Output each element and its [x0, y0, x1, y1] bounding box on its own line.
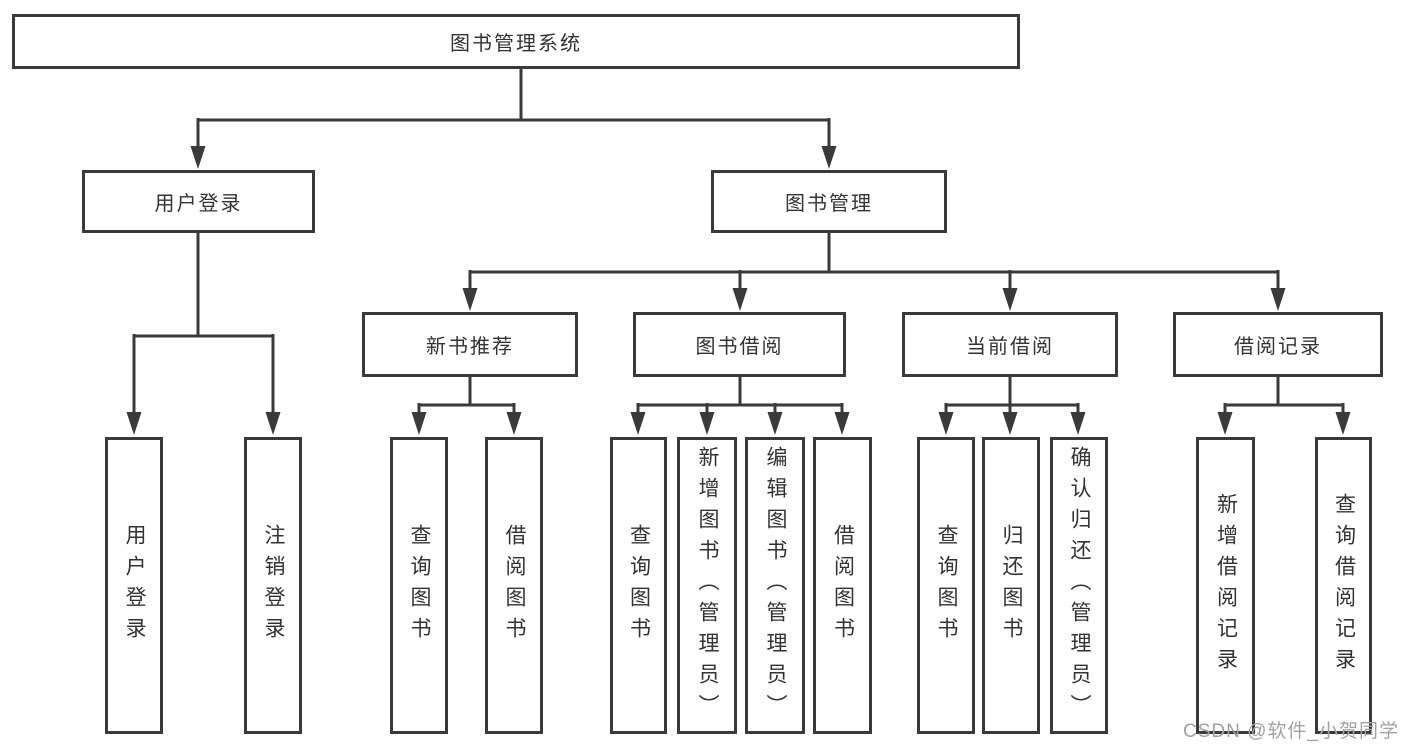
connector-borrowing-records-children	[1217, 375, 1351, 435]
node-book-management: 图书管理	[711, 170, 947, 233]
leaf-records-add-record: 新增借阅记录	[1196, 437, 1255, 734]
node-label: 编辑图书（管理员）	[764, 446, 787, 725]
node-label: 查询图书	[935, 523, 958, 648]
node-label: 借阅图书	[831, 523, 855, 648]
connector-current-borrowing-children	[938, 375, 1086, 435]
connector-user-login-children	[126, 231, 281, 435]
connector-root-to-level2	[190, 67, 837, 169]
csdn-watermark: CSDN @软件_小贺同学	[1183, 721, 1399, 742]
leaf-borrowing-edit-book-admin: 编辑图书（管理员）	[745, 437, 805, 734]
node-label: 用户登录	[154, 193, 243, 215]
leaf-recommend-query-book: 查询图书	[390, 437, 448, 734]
node-library-management-system: 图书管理系统	[12, 14, 1020, 69]
node-label: 新增图书（管理员）	[696, 446, 719, 725]
connector-book-borrowing-children	[630, 375, 850, 435]
node-book-borrowing: 图书借阅	[633, 312, 846, 377]
leaf-current-query-book: 查询图书	[917, 437, 975, 734]
connector-new-book-recommend-children	[411, 375, 522, 435]
leaf-current-return-book: 归还图书	[982, 437, 1040, 734]
connector-book-management-children	[462, 231, 1286, 311]
leaf-borrowing-add-book-admin: 新增图书（管理员）	[677, 437, 737, 734]
node-label: 查询图书	[408, 523, 431, 648]
leaf-user-login: 用户登录	[105, 437, 163, 734]
leaf-records-query-record: 查询借阅记录	[1315, 437, 1372, 734]
node-label: 图书管理	[785, 193, 873, 215]
node-label: 查询借阅记录	[1332, 492, 1356, 679]
node-user-login: 用户登录	[82, 170, 315, 233]
node-label: 注销登录	[262, 523, 285, 648]
node-label: 图书借阅	[695, 336, 784, 358]
node-label: 用户登录	[123, 523, 146, 648]
node-new-book-recommend: 新书推荐	[362, 312, 578, 377]
node-label: 新书推荐	[426, 336, 514, 358]
node-borrowing-records: 借阅记录	[1173, 312, 1383, 377]
leaf-borrowing-borrow-book: 借阅图书	[813, 437, 872, 734]
leaf-borrowing-query-book: 查询图书	[610, 437, 667, 734]
node-current-borrowing: 当前借阅	[902, 312, 1118, 377]
node-label: 新增借阅记录	[1214, 492, 1238, 679]
leaf-logout: 注销登录	[244, 437, 302, 734]
node-label: 查询图书	[627, 523, 651, 648]
node-label: 确认归还（管理员）	[1068, 446, 1091, 725]
node-label: 当前借阅	[966, 336, 1054, 358]
node-label: 借阅图书	[503, 523, 526, 648]
node-label: 借阅记录	[1234, 336, 1322, 358]
node-label: 图书管理系统	[450, 33, 582, 55]
leaf-current-confirm-return-admin: 确认归还（管理员）	[1050, 437, 1108, 734]
leaf-recommend-borrow-book: 借阅图书	[485, 437, 543, 734]
node-label: 归还图书	[1000, 523, 1023, 648]
